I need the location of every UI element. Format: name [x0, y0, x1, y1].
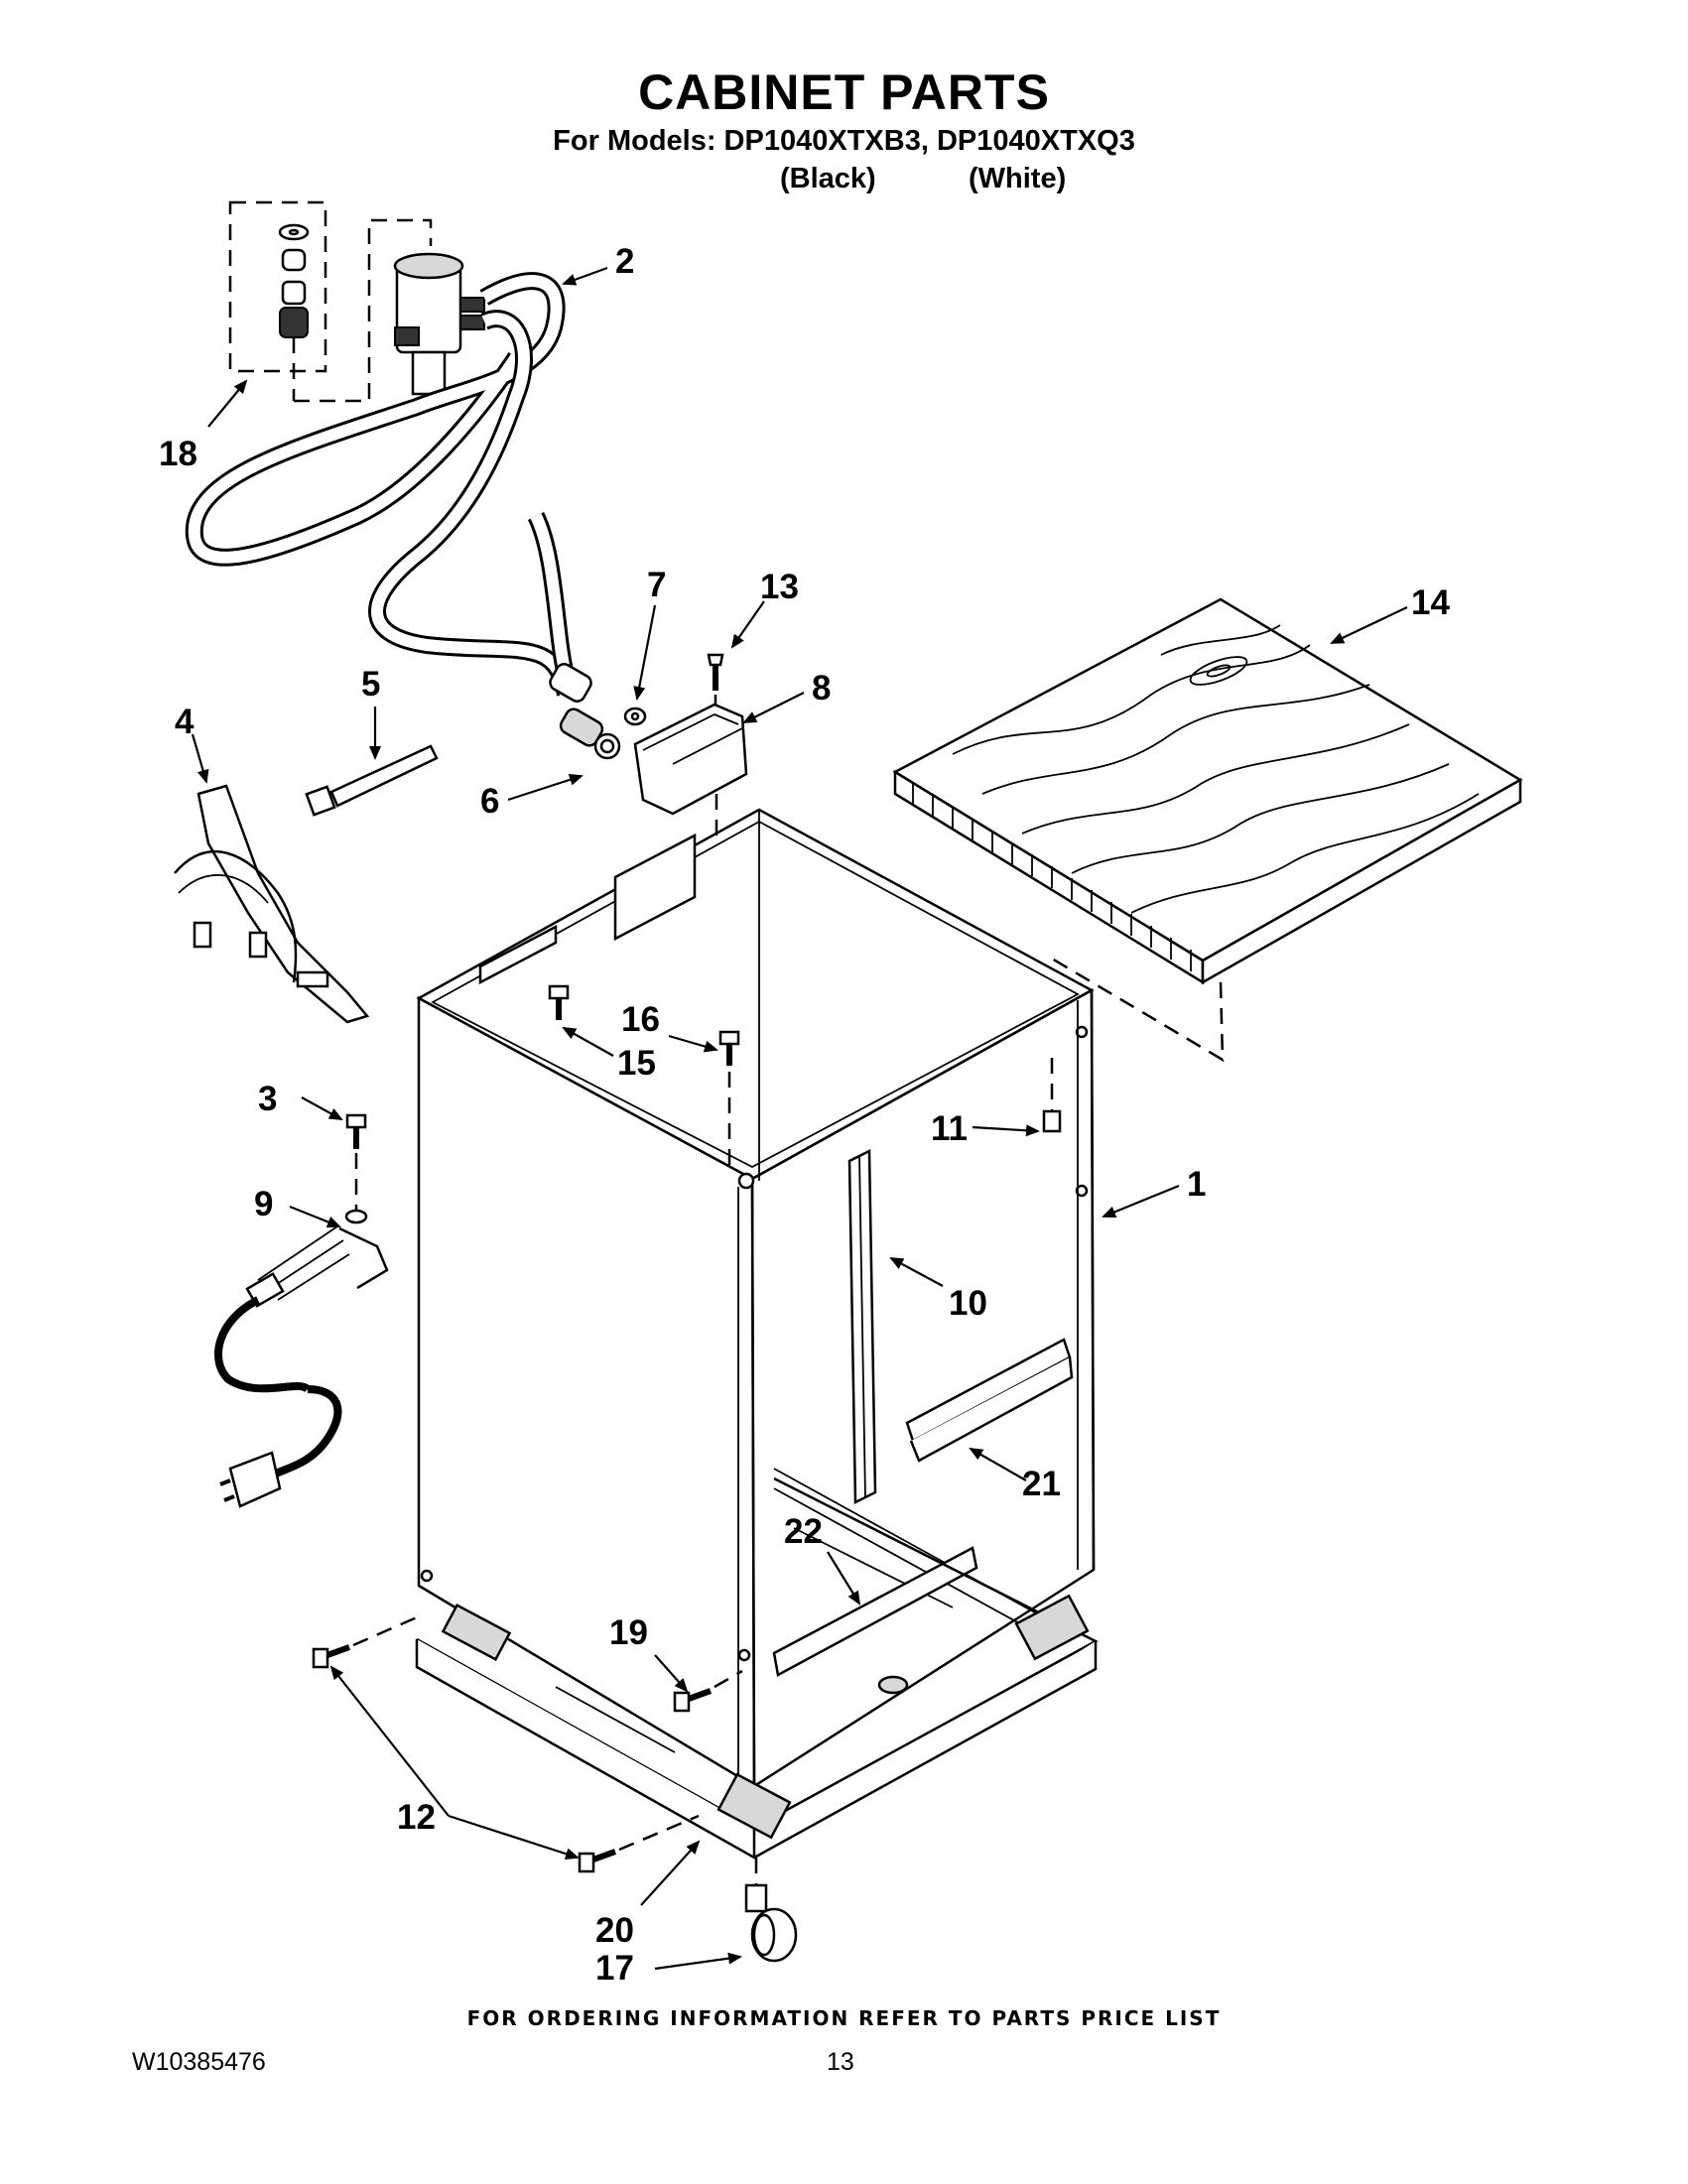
- callout-3: 3: [258, 1080, 278, 1118]
- callout-15: 15: [617, 1044, 656, 1083]
- part-21-bracket: [905, 1338, 1074, 1463]
- callout-19: 19: [609, 1613, 648, 1652]
- callout-9: 9: [254, 1185, 274, 1223]
- part-14-top: [892, 597, 1523, 1063]
- part-8-box: [633, 703, 748, 843]
- callout-21: 21: [1022, 1465, 1061, 1503]
- part-3-screw: [344, 1113, 368, 1224]
- page-number: 13: [827, 2048, 854, 2076]
- part-19-screw: [673, 1669, 743, 1713]
- callout-20: 20: [595, 1911, 634, 1950]
- part-18-fittings: [228, 200, 433, 403]
- part-1-cabinet: [416, 808, 1096, 1789]
- part-4-bracket: [174, 784, 370, 1024]
- callout-22: 22: [784, 1512, 823, 1551]
- color-label-black: (Black): [780, 163, 876, 194]
- part-5-cable-tie: [305, 744, 439, 817]
- ordering-note: FOR ORDERING INFORMATION REFER TO PARTS …: [466, 2006, 1222, 2030]
- callout-7: 7: [647, 566, 667, 604]
- part-2-valve-hose: [185, 252, 604, 747]
- page-title: CABINET PARTS: [638, 64, 1050, 120]
- document-number: W10385476: [132, 2048, 266, 2076]
- callout-4: 4: [175, 703, 195, 741]
- callout-14: 14: [1411, 583, 1450, 622]
- callout-16: 16: [621, 1000, 660, 1039]
- callout-2: 2: [615, 242, 635, 281]
- part-17-caster: [744, 1858, 798, 1963]
- part-16-screw: [718, 1030, 740, 1167]
- callout-6: 6: [480, 782, 500, 821]
- part-11-screw: [1042, 1058, 1062, 1133]
- callout-11: 11: [931, 1109, 968, 1148]
- callout-12: 12: [397, 1798, 436, 1837]
- part-6-clamp: [593, 732, 621, 760]
- callout-17: 17: [595, 1949, 634, 1988]
- part-12-screw-left: [312, 1615, 418, 1669]
- part-12-screw-bottom: [578, 1814, 700, 1873]
- color-label-white: (White): [969, 163, 1067, 194]
- callout-1: 1: [1187, 1165, 1207, 1204]
- callout-18: 18: [159, 435, 197, 473]
- part-22-rail: [772, 1546, 978, 1677]
- part-9-power-cord: [214, 1225, 389, 1508]
- callout-10: 10: [949, 1284, 987, 1323]
- models-line: For Models: DP1040XTXB3, DP1040XTXQ3: [553, 125, 1135, 157]
- part-20-base: [415, 1477, 1099, 1861]
- callout-13: 13: [760, 568, 799, 606]
- callout-8: 8: [812, 669, 832, 707]
- callout-5: 5: [361, 665, 381, 704]
- part-7-washer: [623, 707, 647, 726]
- part-15-screw: [548, 984, 570, 1020]
- part-10-rail: [847, 1148, 877, 1505]
